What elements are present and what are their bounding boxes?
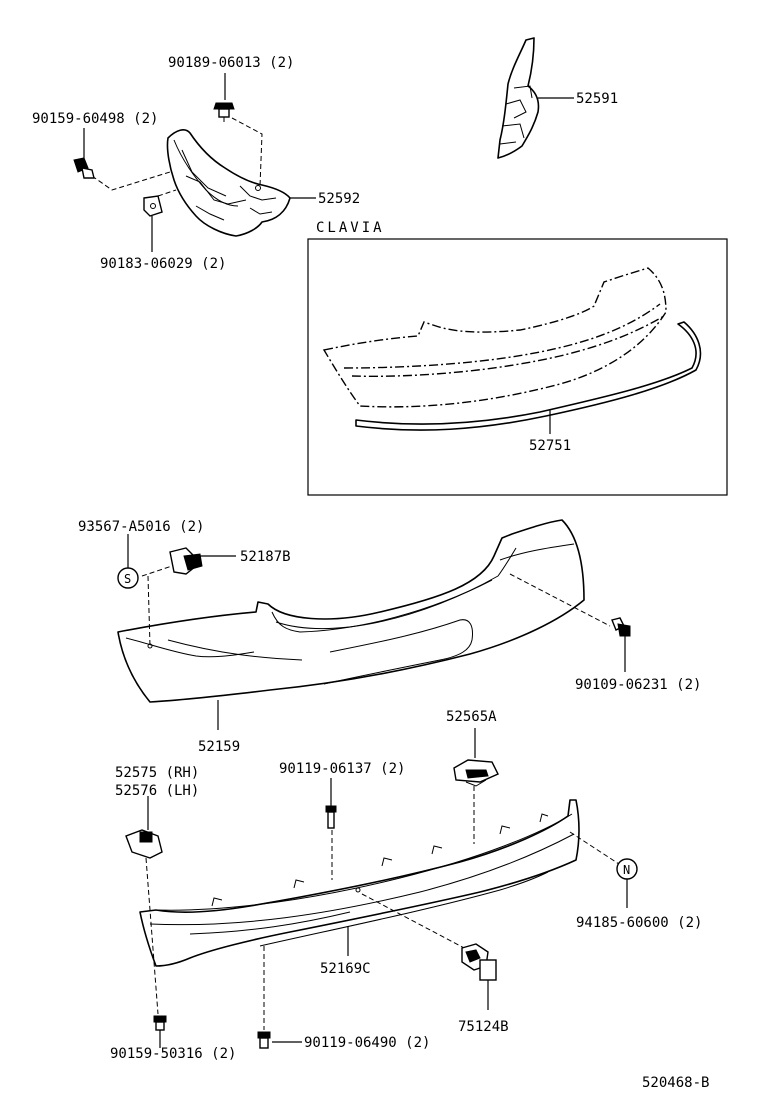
bumper-cover-52159[interactable] (117, 519, 585, 703)
label-52565A: 52565A (446, 709, 497, 725)
retainer-52575-icon[interactable] (125, 829, 163, 859)
absorber-52169c[interactable] (139, 799, 580, 967)
panel-52591[interactable] (497, 37, 540, 159)
leader-dash-90189 (231, 117, 263, 187)
label-94185-60600: 94185-60600 (2) (576, 915, 702, 931)
screw-90189-icon[interactable] (213, 102, 235, 122)
clavia-label: CLAVIA (316, 220, 385, 236)
clip-52565a-icon[interactable] (453, 759, 499, 787)
screw-90159-50316-icon[interactable] (153, 1015, 167, 1031)
screw-90159-60498-icon[interactable] (73, 157, 95, 179)
bumper-clavia[interactable] (322, 267, 667, 408)
label-52592: 52592 (318, 191, 360, 207)
label-52575-RH: 52575 (RH) (115, 765, 199, 781)
label-90183-06029: 90183-06029 (2) (100, 256, 226, 272)
leader-dash-90109 (509, 573, 611, 627)
label-90119-06137: 90119-06137 (2) (279, 761, 405, 777)
clavia-box (307, 238, 728, 496)
screw-90119-06490-icon[interactable] (257, 1031, 271, 1049)
moulding-52751[interactable] (355, 321, 702, 431)
screw-90109-icon[interactable] (611, 617, 631, 637)
nut-90183-icon[interactable] (143, 195, 163, 217)
svg-text:N: N (623, 863, 630, 877)
leader-dash-90159a (91, 171, 171, 191)
screw-90119-06137-icon[interactable] (325, 805, 337, 829)
label-75124B: 75124B (458, 1019, 509, 1035)
leader-dash-52187b (141, 565, 173, 647)
svg-text:S: S (124, 572, 131, 586)
circle-s-symbol: S (117, 567, 139, 589)
label-52751: 52751 (529, 438, 571, 454)
leader-dash-52575 (145, 857, 159, 1015)
leader-dash-90183 (157, 189, 177, 197)
diagram-code: 520468-B (642, 1075, 709, 1091)
label-90189-06013: 90189-06013 (2) (168, 55, 294, 71)
label-52576-LH: 52576 (LH) (115, 783, 199, 799)
label-90109-06231: 90109-06231 (2) (575, 677, 701, 693)
clip-52187b-icon[interactable] (169, 547, 203, 575)
label-52591: 52591 (576, 91, 618, 107)
mudguard-52592[interactable] (166, 129, 291, 237)
label-52187B: 52187B (240, 549, 291, 565)
label-52169C: 52169C (320, 961, 371, 977)
label-90119-06490: 90119-06490 (2) (304, 1035, 430, 1051)
label-90159-60498: 90159-60498 (2) (32, 111, 158, 127)
circle-n-symbol: N (616, 858, 638, 880)
sensor-75124b-icon[interactable] (461, 943, 497, 981)
leader-dash-94185 (569, 831, 623, 867)
leader-dash-75124b (361, 893, 469, 951)
label-52159: 52159 (198, 739, 240, 755)
label-90159-50316: 90159-50316 (2) (110, 1046, 236, 1062)
label-93567-A5016: 93567-A5016 (2) (78, 519, 204, 535)
